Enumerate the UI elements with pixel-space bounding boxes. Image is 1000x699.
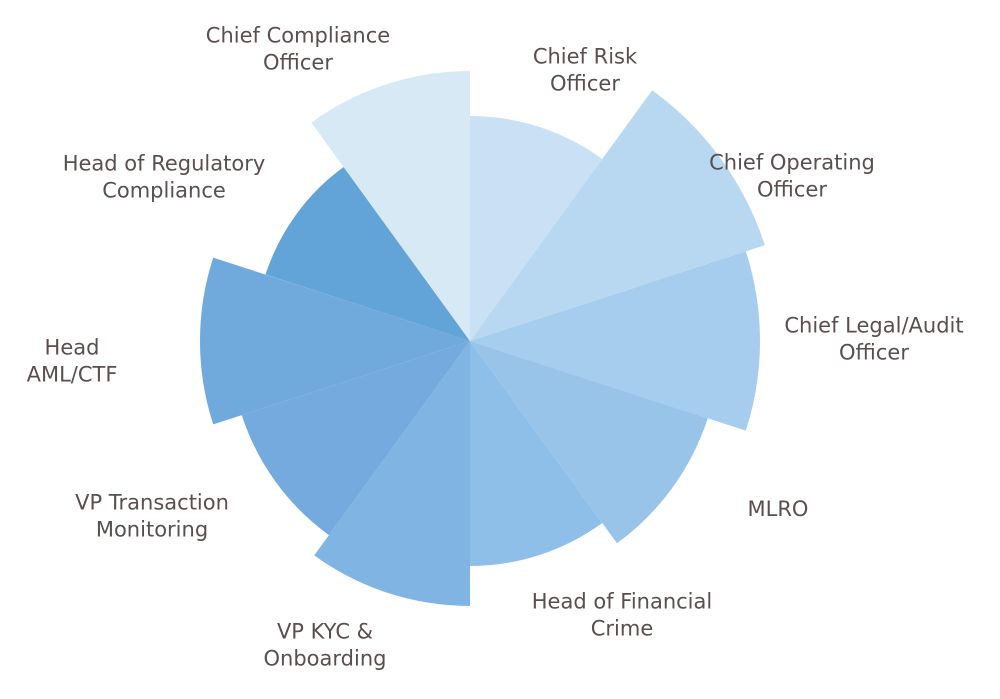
label-line: VP Transaction (75, 491, 229, 515)
wedge-mlro (470, 341, 708, 544)
label-mlro: MLRO (748, 497, 809, 521)
wedge-head-aml-ctf (199, 257, 470, 425)
label-line: Head of Financial (532, 590, 712, 614)
label-vp-kyc-and-onboarding: VP KYC & Onboarding (264, 620, 387, 671)
label-line: Officer (263, 51, 333, 75)
label-line: MLRO (748, 497, 809, 521)
label-line: Onboarding (264, 647, 387, 671)
label-line: Officer (757, 178, 827, 202)
wedge-vp-kyc-and-onboarding (314, 341, 470, 606)
label-line: Head of Regulatory (63, 152, 266, 176)
wedge-group (199, 71, 765, 606)
label-line: Chief Compliance (206, 24, 390, 48)
label-line: Officer (550, 72, 620, 96)
label-line: VP KYC & (277, 620, 373, 644)
wedge-chief-legal-audit-officer (470, 251, 761, 431)
wedge-head-of-financial-crime (470, 341, 603, 566)
label-line: Chief Risk (533, 45, 638, 69)
label-line: Compliance (102, 179, 226, 203)
label-line: Monitoring (96, 518, 208, 542)
label-line: Chief Operating (709, 151, 875, 175)
wedge-chief-risk-officer (470, 116, 603, 341)
wedge-chief-compliance-officer (311, 71, 470, 341)
label-line: Chief Legal/Audit (784, 314, 963, 338)
label-line: Officer (839, 341, 909, 365)
label-line: Crime (591, 617, 654, 641)
label-line: Head (45, 336, 100, 360)
wedge-head-of-regulatory-compliance (265, 167, 470, 341)
label-line: AML/CTF (27, 363, 118, 387)
wedge-vp-transaction-monitoring (241, 341, 470, 536)
wedge-chief-operating-officer (470, 90, 765, 341)
